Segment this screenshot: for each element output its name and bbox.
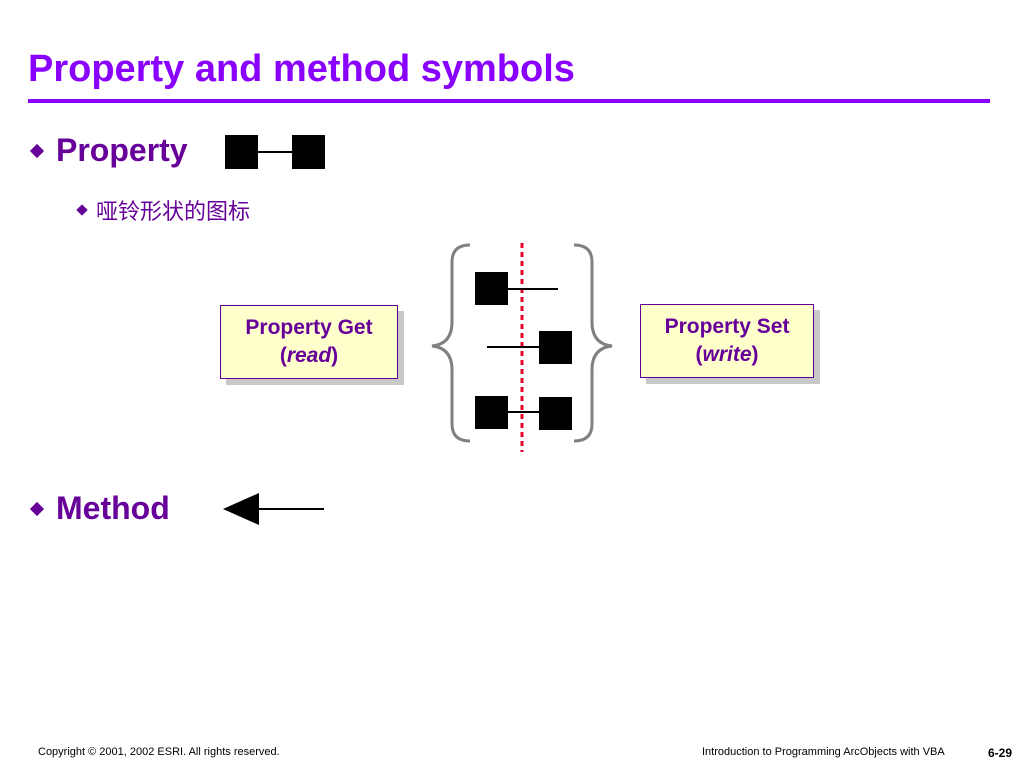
- property-set-box: Property Set (write): [640, 304, 814, 378]
- title-underline: [28, 99, 990, 103]
- get-set-property-icon: [475, 396, 572, 430]
- property-dumbbell-icon: [225, 135, 325, 169]
- bullet-method-label: Method: [56, 490, 170, 526]
- property-get-label: Property Get: [245, 316, 373, 339]
- set-property-icon: [487, 331, 572, 364]
- bullet-method: Method: [29, 490, 170, 527]
- bullet-property-sub-label: 哑铃形状的图标: [96, 199, 251, 224]
- footer-copyright: Copyright © 2001, 2002 ESRI. All rights …: [38, 746, 280, 758]
- property-set-sublabel: (write): [695, 343, 759, 366]
- right-brace: [573, 243, 613, 443]
- bullet-property-label: Property: [56, 132, 188, 168]
- get-property-icon: [475, 272, 558, 305]
- bullet-property: Property: [29, 132, 188, 169]
- bullet-property-sub: 哑铃形状的图标: [76, 194, 251, 226]
- footer-page-number: 6-29: [988, 746, 1013, 760]
- footer-course-title: Introduction to Programming ArcObjects w…: [702, 746, 945, 758]
- left-brace: [431, 243, 471, 443]
- property-set-label: Property Set: [664, 315, 790, 338]
- property-get-box: Property Get (read): [220, 305, 398, 379]
- method-arrow-icon: [223, 493, 324, 525]
- property-get-sublabel: (read): [279, 344, 339, 367]
- slide-title: Property and method symbols: [28, 48, 575, 90]
